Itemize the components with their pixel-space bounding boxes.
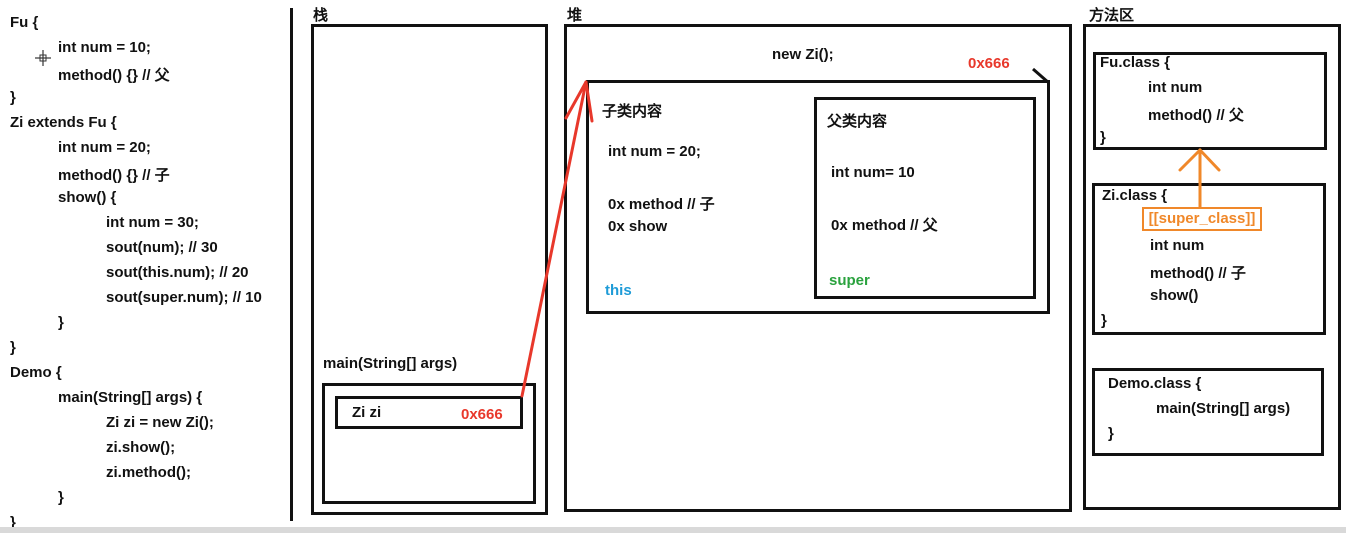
zi-object — [586, 80, 1050, 314]
code-line: Fu { — [10, 14, 39, 31]
demo-class-close: } — [1108, 425, 1114, 442]
zi-variable-name: Zi zi — [352, 404, 382, 421]
main-stack-frame — [322, 383, 536, 504]
fu-class-box — [1093, 52, 1327, 150]
demo-class-box — [1092, 368, 1324, 456]
code-line: Zi extends Fu { — [10, 114, 117, 131]
heap-area — [564, 24, 1072, 512]
code-line: zi.method(); — [106, 464, 191, 481]
window-bottom-scrollbar[interactable] — [0, 527, 1346, 533]
stack-title: 栈 — [313, 7, 329, 24]
heap-title: 堆 — [567, 7, 583, 24]
fu-class-close: } — [1100, 129, 1106, 146]
code-line: zi.show(); — [106, 439, 176, 456]
code-line: int num = 10; — [58, 39, 151, 56]
code-line: method() {} // 子 — [58, 167, 170, 184]
demo-class-main: main(String[] args) — [1156, 400, 1291, 417]
code-line: } — [10, 514, 16, 531]
zi-variable-slot — [335, 396, 523, 429]
super-label: super — [829, 272, 870, 289]
zi-class-method: method() // 子 — [1150, 265, 1246, 282]
column-divider — [290, 8, 293, 521]
code-line: } — [58, 314, 64, 331]
code-line: main(String[] args) { — [58, 389, 203, 406]
super-class-arrow-orange — [1178, 148, 1221, 209]
zi-class-header: Zi.class { — [1102, 187, 1168, 204]
zi-object-corner-tick — [1032, 67, 1050, 85]
code-line: sout(super.num); // 10 — [106, 289, 262, 306]
code-line: sout(num); // 30 — [106, 239, 218, 256]
zi-variable-address: 0x666 — [461, 406, 503, 423]
heap-object-address: 0x666 — [968, 55, 1010, 72]
code-line: } — [10, 89, 16, 106]
parent-num-field: int num= 10 — [831, 164, 915, 181]
reference-arrow-red — [520, 80, 594, 398]
fu-class-method: method() // 父 — [1148, 107, 1244, 124]
zi-class-show: show() — [1150, 287, 1199, 304]
zi-class-num: int num — [1150, 237, 1205, 254]
main-frame-label: main(String[] args) — [323, 355, 458, 372]
zi-super-class-ref: [[super_class]] — [1142, 207, 1262, 231]
child-num-field: int num = 20; — [608, 143, 701, 160]
parent-content-box — [814, 97, 1036, 299]
fu-class-num: int num — [1148, 79, 1203, 96]
code-line: } — [10, 339, 16, 356]
new-zi-label: new Zi(); — [772, 46, 834, 63]
child-content-title: 子类内容 — [602, 103, 663, 120]
zi-super-class-text: [[super_class]] — [1148, 210, 1256, 227]
code-line: int num = 20; — [58, 139, 151, 156]
method-area — [1083, 24, 1341, 510]
child-show-ref: 0x show — [608, 218, 668, 235]
method-area-title: 方法区 — [1089, 7, 1135, 24]
code-line: Demo { — [10, 364, 62, 381]
this-label: this — [605, 282, 632, 299]
parent-method-ref: 0x method // 父 — [831, 217, 938, 234]
fu-class-header: Fu.class { — [1100, 54, 1171, 71]
zi-class-box — [1092, 183, 1326, 335]
parent-content-title: 父类内容 — [827, 113, 888, 130]
child-method-ref: 0x method // 子 — [608, 196, 715, 213]
cursor-crosshair-icon — [34, 49, 52, 67]
code-line: } — [58, 489, 64, 506]
code-line: method() {} // 父 — [58, 67, 170, 84]
code-line: int num = 30; — [106, 214, 199, 231]
code-line: sout(this.num); // 20 — [106, 264, 249, 281]
zi-class-close: } — [1101, 312, 1107, 329]
code-line: Zi zi = new Zi(); — [106, 414, 214, 431]
code-line: show() { — [58, 189, 117, 206]
demo-class-header: Demo.class { — [1108, 375, 1202, 392]
